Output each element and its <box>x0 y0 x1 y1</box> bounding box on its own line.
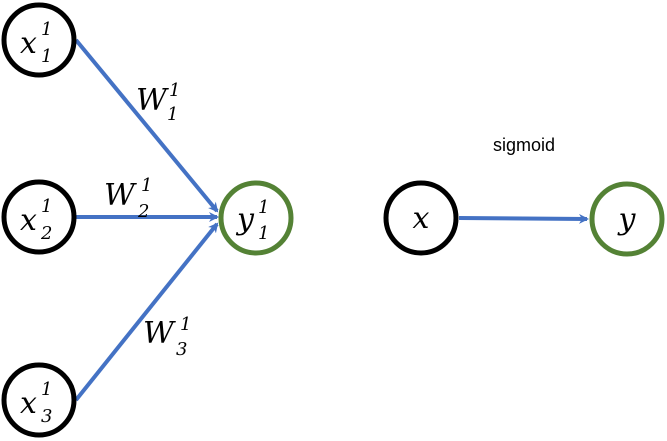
weight-label-w3-base: W <box>143 316 176 351</box>
input-node-x1-base: x <box>20 26 37 61</box>
activation-output-label: y <box>617 202 637 237</box>
weight-label-w1-base: W <box>136 83 169 118</box>
input-node-x1-sub: 1 <box>41 46 52 67</box>
activation-input-node: x <box>383 180 459 256</box>
output-node-y1-sup: 1 <box>258 197 269 218</box>
weight-label-w2-sup: 1 <box>141 175 152 196</box>
activation-output-node: y <box>589 181 665 257</box>
input-node-x3: x 1 3 <box>1 362 77 438</box>
input-node-x2-base: x <box>20 203 37 238</box>
weight-label-w1-sub: 1 <box>167 104 178 125</box>
input-node-x3-sup: 1 <box>41 379 52 400</box>
input-node-x1: x 1 1 <box>1 2 77 78</box>
edge-x-to-y <box>458 213 589 224</box>
input-node-x2-sub: 2 <box>40 223 52 244</box>
edge-x3-to-y1 <box>74 222 219 402</box>
output-node-y1-base: y <box>235 202 255 237</box>
weight-label-w1-sup: 1 <box>169 80 180 101</box>
input-node-x3-base: x <box>20 386 37 421</box>
weight-label-w3-sub: 3 <box>176 339 187 360</box>
weight-label-w2-sub: 2 <box>137 201 149 222</box>
input-node-x3-sub: 3 <box>41 406 52 427</box>
weight-label-w3: W 1 3 <box>143 314 191 360</box>
activation-label: sigmoid <box>493 135 555 155</box>
weight-label-w2-base: W <box>104 178 137 213</box>
weight-label-w1: W 1 1 <box>136 80 180 125</box>
weight-label-w2: W 1 2 <box>104 175 152 222</box>
edge-x1-to-y1 <box>74 38 219 213</box>
input-node-x1-sup: 1 <box>41 19 52 40</box>
output-node-y1: y 1 1 <box>218 180 294 256</box>
weight-label-w3-sup: 1 <box>180 314 191 335</box>
input-node-x2-sup: 1 <box>41 196 52 217</box>
activation-input-label: x <box>413 201 430 236</box>
input-node-x2: x 1 2 <box>1 179 77 255</box>
output-node-y1-sub: 1 <box>258 223 269 244</box>
